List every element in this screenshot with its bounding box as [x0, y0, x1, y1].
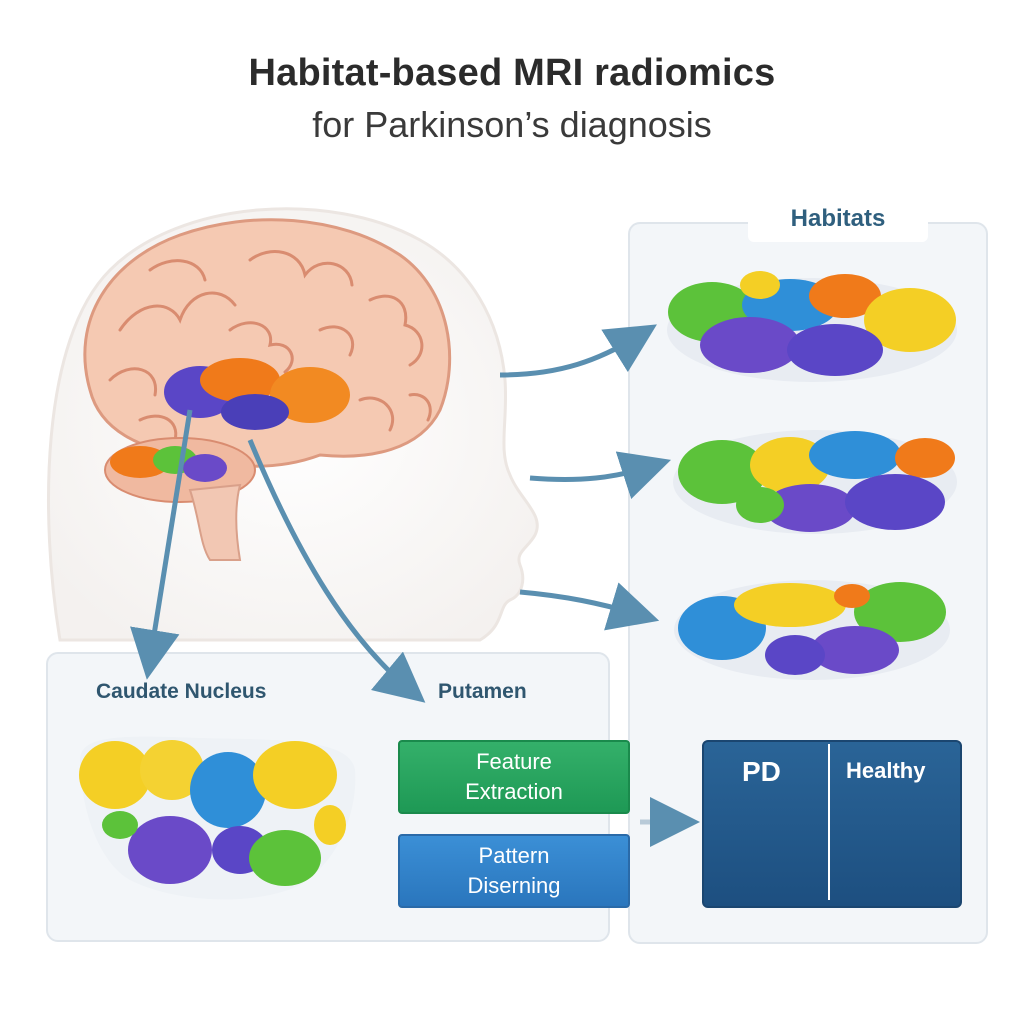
caudate-nucleus-label: Caudate Nucleus: [96, 680, 267, 703]
feature-extraction-box: Feature Extraction: [398, 740, 630, 814]
habitat-cluster-1: [667, 271, 957, 382]
pattern-diserning-line2: Diserning: [467, 873, 561, 898]
page-subtitle: for Parkinson’s diagnosis: [312, 104, 712, 145]
healthy-label: Healthy: [846, 758, 926, 783]
putamen-label: Putamen: [438, 680, 527, 703]
pd-label: PD: [742, 756, 781, 787]
pattern-diserning-line1: Pattern: [478, 843, 550, 868]
habitats-label: Habitats: [748, 196, 928, 242]
feature-extraction-line2: Extraction: [465, 779, 563, 804]
habitat-cluster-3: [674, 580, 950, 680]
page-title: Habitat-based MRI radiomics: [248, 52, 776, 94]
habitat-cluster-2: [673, 430, 957, 534]
result-divider: [828, 744, 830, 900]
caudate-nucleus-illustration: [79, 736, 356, 900]
diagnosis-result-box: [702, 740, 962, 908]
brain-illustration: [83, 218, 452, 561]
feature-extraction-line1: Feature: [476, 749, 552, 774]
pattern-diserning-box: Pattern Diserning: [398, 834, 630, 908]
